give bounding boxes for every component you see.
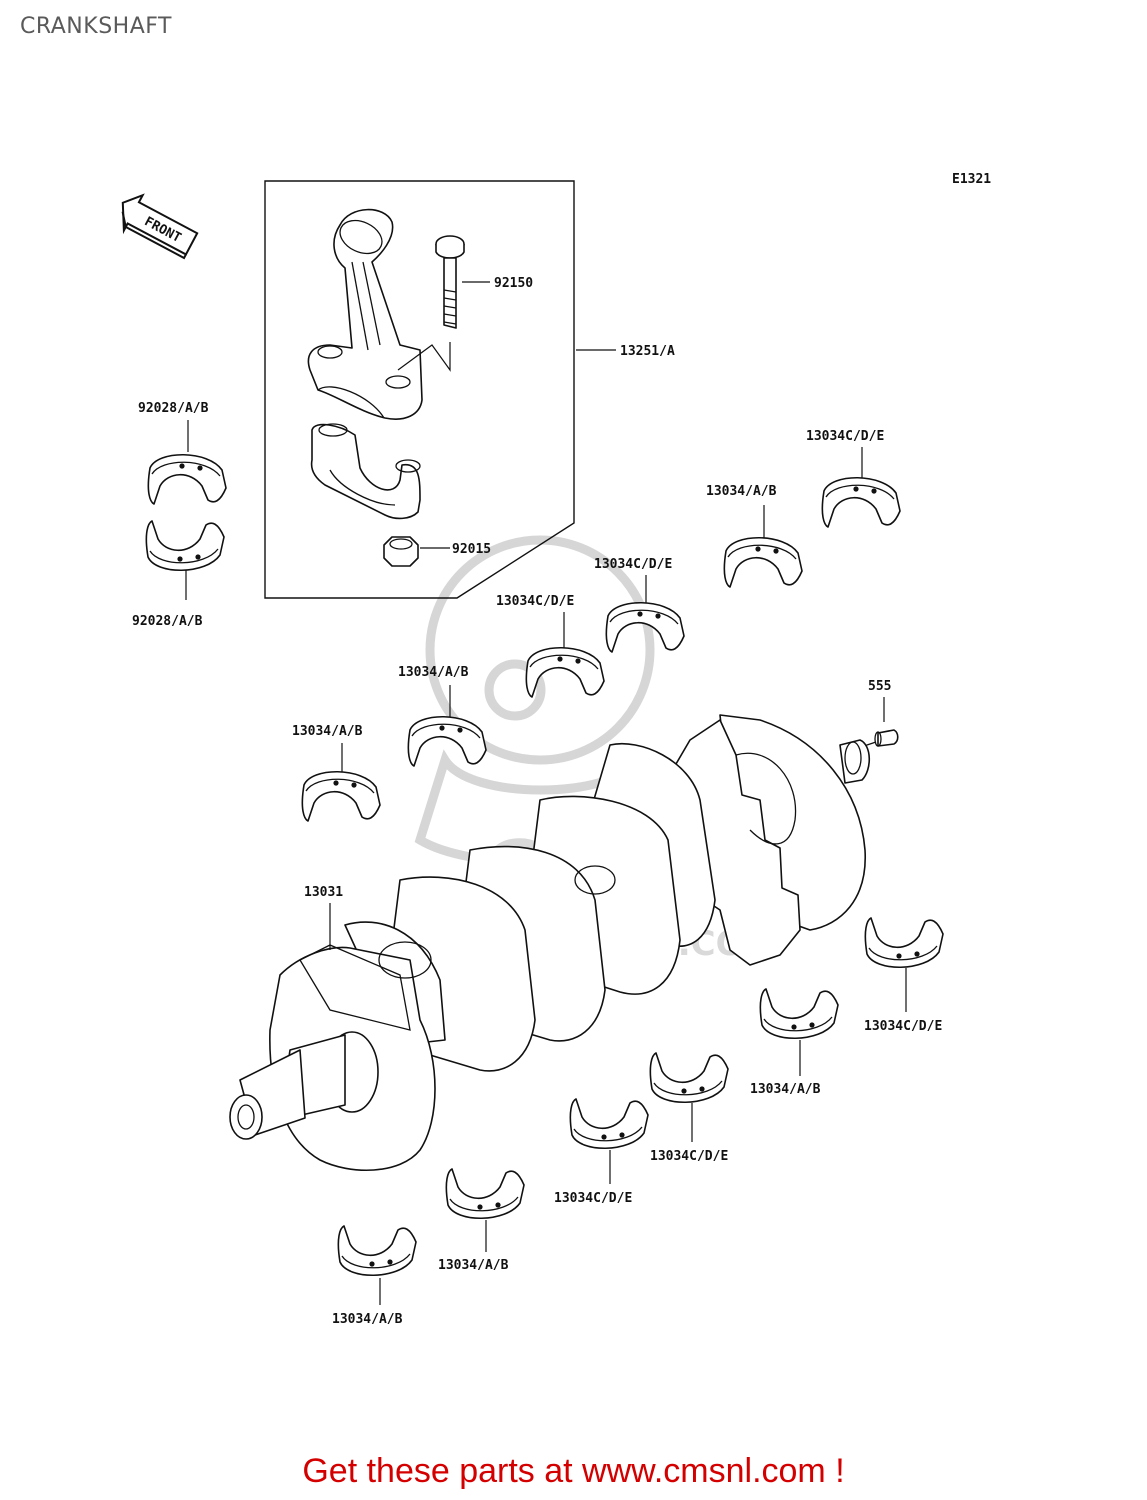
callout-top-main-3: 13034C/D/E [594,557,672,572]
conrod-bearing-upper [147,453,227,505]
main-bearing-low-3 [649,1052,729,1104]
callout-92028-upper: 92028/A/B [138,401,209,416]
main-bearing-top-1 [821,476,901,528]
callout-92150: 92150 [494,276,533,291]
callout-13031: 13031 [304,885,343,900]
callout-low-main-3: 13034C/D/E [650,1149,728,1164]
footer-promo-link[interactable]: Get these parts at www.cmsnl.com ! [302,1452,845,1490]
callout-top-main-5: 13034/A/B [398,665,469,680]
crankshaft [229,714,871,1172]
main-bearing-low-6 [337,1225,417,1277]
callout-555: 555 [868,679,891,694]
callout-top-main-6: 13034/A/B [292,724,363,739]
conrod-cap [310,423,421,520]
connecting-rod [307,208,423,420]
callout-low-main-6: 13034/A/B [332,1312,403,1327]
main-bearing-top-2 [723,536,803,588]
callout-92028-lower: 92028/A/B [132,614,203,629]
conrod-bolt [397,235,465,372]
main-bearing-low-5 [445,1168,525,1220]
dowel-pin [874,729,899,747]
conrod-nut [383,536,419,567]
conrod-assembly-box [264,180,575,599]
callout-low-main-2: 13034/A/B [750,1082,821,1097]
conrod-bearing-lower [145,520,225,572]
callout-top-main-1: 13034C/D/E [806,429,884,444]
callout-low-main-5: 13034/A/B [438,1258,509,1273]
callout-low-main-1: 13034C/D/E [864,1019,942,1034]
main-bearing-top-6 [301,770,381,822]
callout-top-main-2: 13034/A/B [706,484,777,499]
main-bearing-low-2 [759,988,839,1040]
main-bearing-low-4 [569,1098,649,1150]
main-bearing-low-1 [864,917,944,969]
callout-top-main-4: 13034C/D/E [496,594,574,609]
page-title: CRANKSHAFT [20,14,172,39]
figure-code: E1321 [952,172,991,187]
callout-13251a: 13251/A [620,344,675,359]
callout-92015: 92015 [452,542,491,557]
front-arrow-icon: FRONT [121,193,199,260]
callout-low-main-4: 13034C/D/E [554,1191,632,1206]
